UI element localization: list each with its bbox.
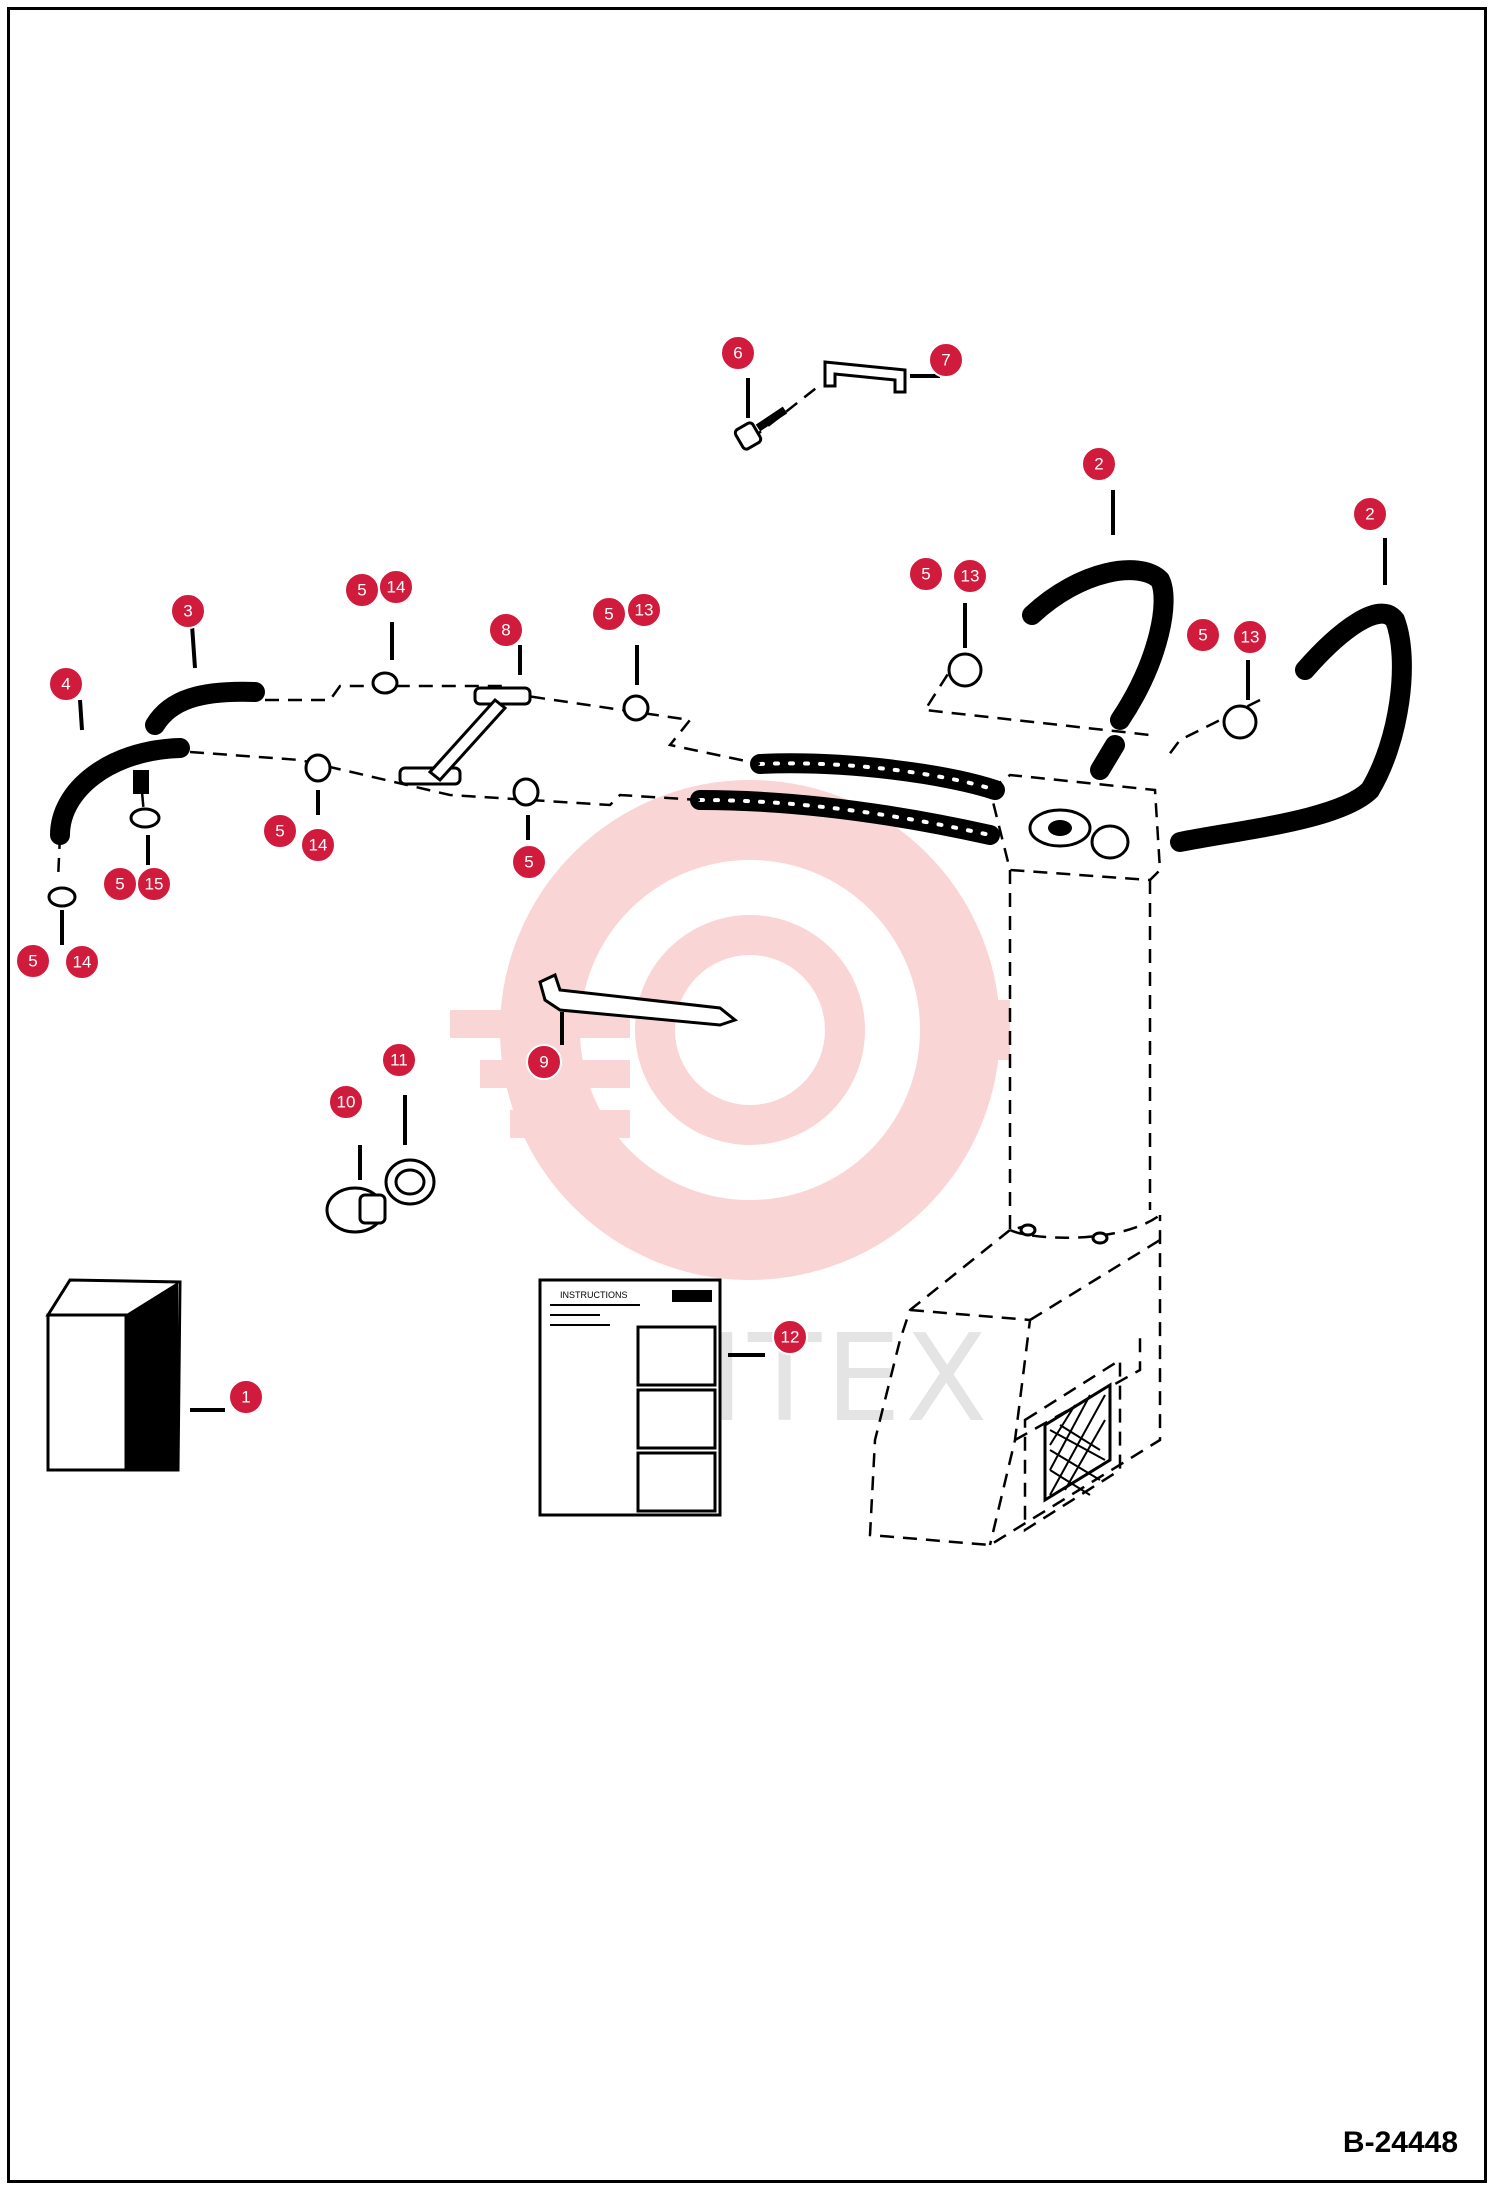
callout-label: 15 [145, 875, 164, 894]
watermark-logo [450, 780, 1010, 1280]
callout-14: 14 [64, 944, 100, 980]
callout-label: 5 [524, 853, 533, 872]
callout-label: 10 [337, 1093, 356, 1112]
callout-10: 10 [328, 1084, 364, 1120]
callout-15: 15 [136, 866, 172, 902]
callout-9: 9 [526, 1044, 562, 1080]
callout-2: 2 [1352, 496, 1388, 532]
callout-13: 13 [952, 558, 988, 594]
callout-label: 13 [961, 567, 980, 586]
callout-label: 11 [390, 1051, 408, 1070]
callout-label: 5 [357, 581, 366, 600]
callout-6: 6 [720, 335, 756, 371]
callout-label: 12 [781, 1328, 800, 1347]
callout-label: 5 [604, 605, 613, 624]
callout-label: 13 [1241, 628, 1260, 647]
callout-4: 4 [48, 666, 84, 702]
hose-set [50, 560, 1412, 852]
callout-label: 5 [921, 565, 930, 584]
callout-14: 14 [378, 569, 414, 605]
callout-5: 5 [15, 943, 51, 979]
callout-leaders [60, 490, 1387, 945]
cap-part [325, 1145, 387, 1234]
callout-label: 5 [275, 822, 284, 841]
t-fitting-part [398, 686, 532, 786]
callout-5: 5 [908, 556, 944, 592]
callout-label: 14 [73, 953, 92, 972]
callout-12: 12 [772, 1319, 808, 1355]
callout-5: 5 [1185, 617, 1221, 653]
spring-part [133, 770, 149, 794]
callout-label: 5 [28, 952, 37, 971]
callout-5: 5 [344, 572, 380, 608]
callout-1: 1 [228, 1379, 264, 1415]
instruction-sheet-part: INSTRUCTIONS [538, 1278, 765, 1517]
bracket-part [823, 360, 940, 394]
callout-label: 14 [387, 578, 406, 597]
callout-label: 7 [941, 351, 950, 370]
tank-body [868, 773, 1162, 1547]
callout-label: 2 [1094, 455, 1103, 474]
drawing-frame [7, 7, 1487, 2183]
callout-5: 5 [262, 813, 298, 849]
callout-label: 9 [539, 1053, 548, 1072]
callout-label: 13 [635, 601, 654, 620]
callout-label: 4 [61, 675, 70, 694]
callout-13: 13 [626, 592, 662, 628]
callout-label: 5 [1198, 626, 1207, 645]
callout-5: 5 [102, 866, 138, 902]
callout-label: 6 [733, 344, 742, 363]
callout-11: 11 [381, 1042, 417, 1078]
callout-14: 14 [300, 827, 336, 863]
bolt-part [733, 378, 788, 451]
callout-13: 13 [1232, 619, 1268, 655]
callout-3: 3 [170, 593, 206, 629]
callout-label: 2 [1365, 505, 1374, 524]
callout-label: 5 [115, 875, 124, 894]
callout-label: 3 [183, 602, 192, 621]
callout-label: 1 [241, 1388, 250, 1407]
callout-2: 2 [1081, 446, 1117, 482]
cable-tie-part [538, 972, 739, 1045]
callout-5: 5 [591, 596, 627, 632]
drawing-reference-code: B-24448 [1342, 2126, 1458, 2159]
ring-part [384, 1095, 436, 1206]
callout-5: 5 [511, 844, 547, 880]
callout-7: 7 [928, 342, 964, 378]
battery-box-part [45, 1278, 225, 1472]
callout-8: 8 [488, 612, 524, 648]
instruction-sheet-heading: INSTRUCTIONS [560, 1290, 628, 1300]
clamp-parts [47, 652, 1258, 908]
callout-label: 8 [501, 621, 510, 640]
callout-label: 14 [309, 836, 328, 855]
